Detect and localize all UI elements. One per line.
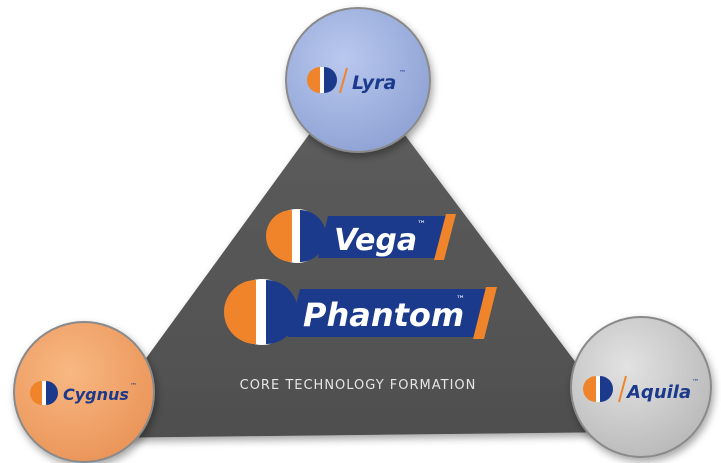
vega-badge: Vega ™ <box>266 209 456 263</box>
brand-logo-icon <box>30 381 58 405</box>
node-cygnus: Cygnus ™ <box>13 321 155 463</box>
slash-accent-icon <box>618 375 627 403</box>
vega-banner <box>318 216 446 258</box>
node-lyra: Lyra ™ <box>285 7 431 153</box>
phantom-trademark: ™ <box>456 295 465 305</box>
aquila-label: Aquila <box>625 382 691 403</box>
lyra-trademark: ™ <box>399 69 406 77</box>
vega-trademark: ™ <box>417 220 426 230</box>
cygnus-trademark: ™ <box>130 382 137 390</box>
brand-logo-icon <box>583 376 613 402</box>
aquila-trademark: ™ <box>692 378 699 386</box>
cygnus-label: Cygnus <box>63 385 129 404</box>
slash-accent-icon <box>473 287 497 339</box>
lyra-label: Lyra <box>352 72 396 94</box>
phantom-label: Phantom <box>303 296 464 334</box>
brand-logo-icon <box>224 279 298 345</box>
slash-accent-icon <box>339 67 348 94</box>
brand-logo-icon <box>307 67 337 93</box>
slash-accent-icon <box>434 214 456 260</box>
vega-label: Vega <box>334 223 417 258</box>
formation-caption: CORE TECHNOLOGY FORMATION <box>240 378 477 393</box>
phantom-badge: Phantom ™ <box>224 279 497 345</box>
node-aquila: Aquila ™ <box>570 316 712 458</box>
phantom-banner <box>288 289 486 337</box>
brand-logo-icon <box>266 209 326 263</box>
